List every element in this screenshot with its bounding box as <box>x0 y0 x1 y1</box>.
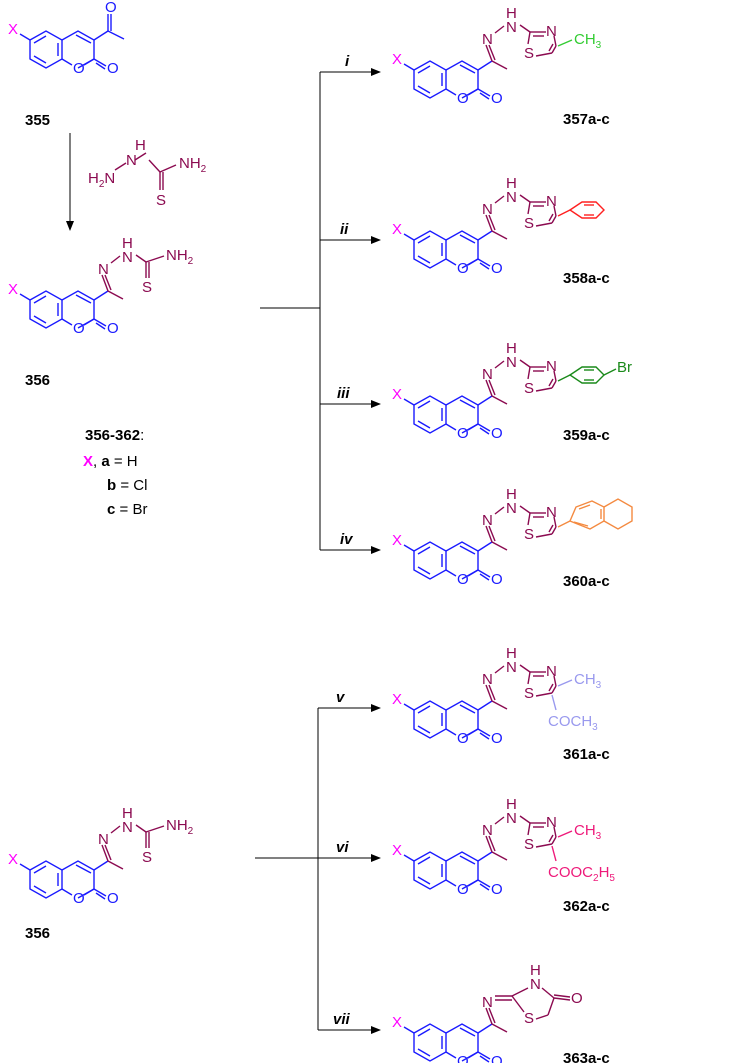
svg-text:CH3: CH3 <box>574 671 602 691</box>
svg-text:c = Br: c = Br <box>107 501 147 518</box>
svg-text:X, a = H: X, a = H <box>83 453 138 470</box>
svg-text:N: N <box>122 819 133 836</box>
condition-v: v <box>336 689 346 706</box>
svg-text:H2N: H2N <box>88 170 115 190</box>
branch-arrows-bottom <box>255 704 381 1034</box>
compound-label-355: 355 <box>25 112 50 129</box>
svg-text:H: H <box>122 235 133 252</box>
svg-text:CH3: CH3 <box>574 822 602 842</box>
compound-356-bottom: N N H NH2 S <box>7 805 194 908</box>
branch-arrows-top <box>260 68 381 554</box>
condition-ii: ii <box>340 221 349 238</box>
svg-text:H: H <box>530 962 541 979</box>
svg-text:NH2: NH2 <box>166 247 194 267</box>
svg-text:N: N <box>482 994 493 1011</box>
compound-label-362: 362a-c <box>563 898 610 915</box>
svg-text:N: N <box>122 249 133 266</box>
compound-360 <box>391 485 633 589</box>
reagent-thiosemicarbazide: H2N N H NH2 S <box>88 137 207 209</box>
svg-text:Br: Br <box>617 359 632 376</box>
svg-text:COCH3: COCH3 <box>548 713 598 733</box>
svg-text:N: N <box>530 976 541 993</box>
compound-label-356-bottom: 356 <box>25 925 50 942</box>
svg-text:COOC2H5: COOC2H5 <box>548 864 615 884</box>
svg-text:S: S <box>524 1010 534 1027</box>
compound-label-358: 358a-c <box>563 270 610 287</box>
compound-357: CH3 <box>391 4 602 108</box>
svg-text:S: S <box>142 849 152 866</box>
compound-label-360: 360a-c <box>563 573 610 590</box>
compound-label-356-top: 356 <box>25 372 50 389</box>
compound-label-363: 363a-c <box>563 1050 610 1063</box>
condition-iii: iii <box>337 385 350 402</box>
svg-text:N: N <box>98 261 109 278</box>
svg-text:NH2: NH2 <box>166 817 194 837</box>
svg-text:CH3: CH3 <box>574 31 602 51</box>
compound-361: CH3 COCH3 <box>391 644 602 748</box>
svg-text:H: H <box>122 805 133 822</box>
svg-text:S: S <box>156 192 166 209</box>
condition-iv: iv <box>340 531 354 548</box>
compound-363: N N H S O <box>391 962 583 1063</box>
substituent-legend: 356-362: X, a = H b = Cl c = Br <box>83 427 147 518</box>
compound-label-359: 359a-c <box>563 427 610 444</box>
svg-text:S: S <box>142 279 152 296</box>
svg-text:N: N <box>126 152 137 169</box>
compound-362: CH3 COOC2H5 <box>391 795 615 899</box>
compound-358 <box>391 174 605 278</box>
acetyl-oxygen-label: O <box>105 0 117 16</box>
compound-356-top: N N H NH2 S <box>7 235 194 338</box>
compound-label-361: 361a-c <box>563 746 610 763</box>
condition-i: i <box>345 53 350 70</box>
svg-text:N: N <box>98 831 109 848</box>
condition-vi: vi <box>336 839 349 856</box>
svg-text:NH2: NH2 <box>179 155 207 175</box>
compound-label-357: 357a-c <box>563 111 610 128</box>
svg-text:O: O <box>571 990 583 1007</box>
svg-text:356-362:: 356-362: <box>85 427 144 444</box>
svg-text:H: H <box>135 137 146 154</box>
compound-355: O <box>7 0 125 78</box>
condition-vii: vii <box>333 1011 351 1028</box>
svg-text:b = Cl: b = Cl <box>107 477 147 494</box>
compound-359: Br <box>391 339 632 443</box>
